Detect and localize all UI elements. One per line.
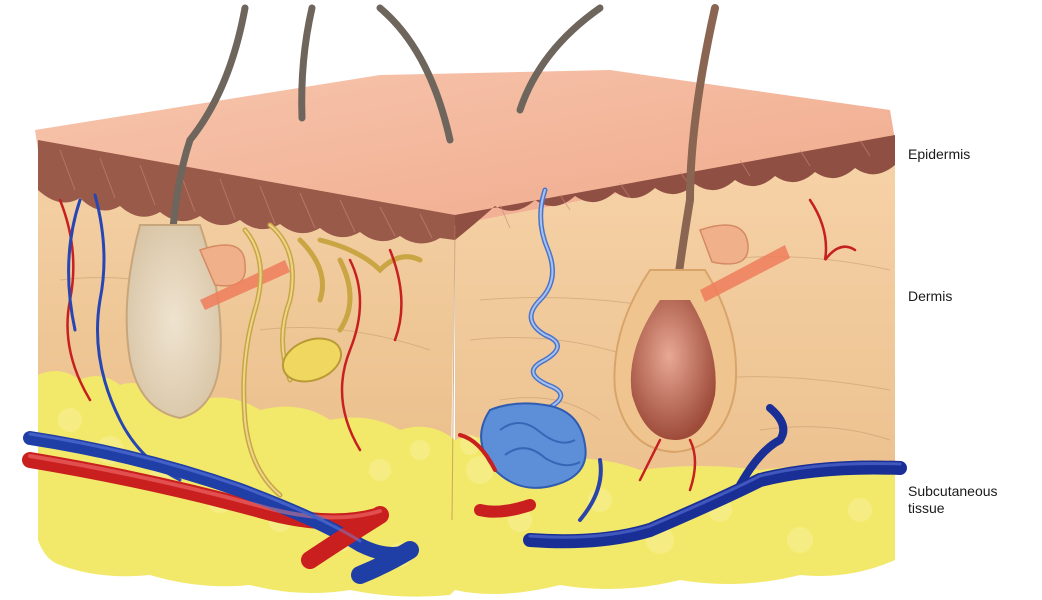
label-dermis: Dermis	[908, 288, 952, 305]
artery-right-small	[480, 505, 530, 512]
label-subcutaneous-line1: Subcutaneous	[908, 483, 998, 499]
label-subcutaneous-line2: tissue	[908, 500, 945, 516]
label-subcutaneous-tissue: Subcutaneous tissue	[908, 483, 998, 517]
label-epidermis: Epidermis	[908, 146, 970, 163]
